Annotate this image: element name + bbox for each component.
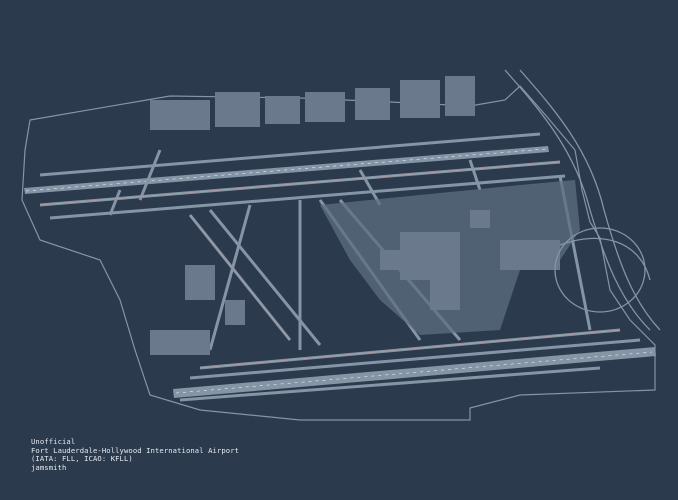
runway-south bbox=[173, 347, 656, 398]
map-caption: Unofficial Fort Lauderdale-Hollywood Int… bbox=[31, 437, 240, 472]
taxi-centerlines bbox=[39, 161, 621, 369]
caption-author: jamsmith bbox=[31, 462, 67, 472]
caption-codes: (IATA: FLL, ICAO: KFLL) bbox=[31, 454, 133, 464]
airport-boundary bbox=[21, 85, 656, 421]
caption-airport-name: Fort Lauderdale-Hollywood International … bbox=[31, 445, 240, 455]
buildings bbox=[150, 76, 560, 355]
highway bbox=[504, 69, 661, 331]
runway-north bbox=[24, 146, 549, 194]
caption-unofficial: Unofficial bbox=[31, 437, 76, 446]
